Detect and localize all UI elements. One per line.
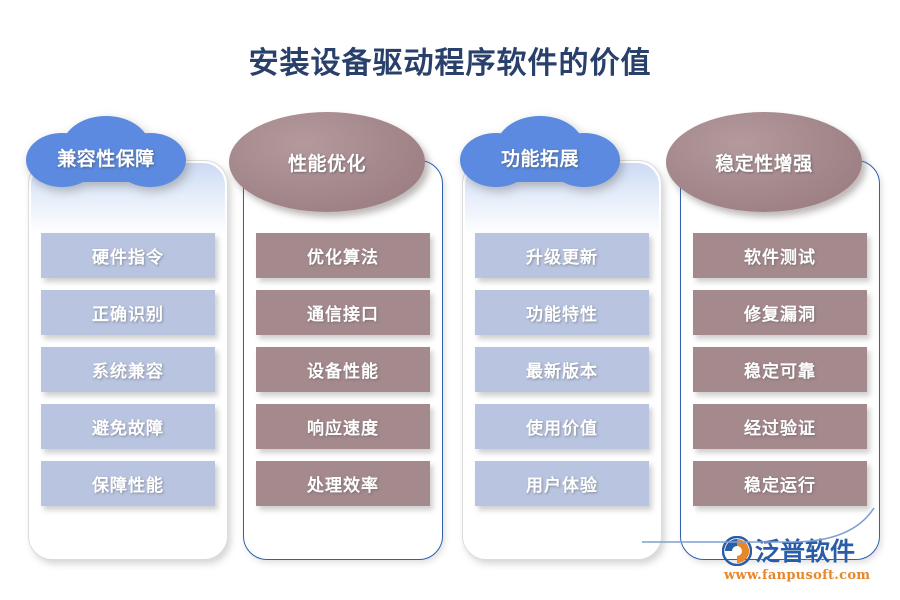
column-header-label: 兼容性保障 — [57, 147, 155, 170]
list-item[interactable]: 修复漏洞 — [693, 290, 867, 335]
list-item[interactable]: 避免故障 — [41, 404, 215, 449]
column-header-badge[interactable]: 稳定性增强 — [666, 112, 862, 212]
logo-url: www.fanpusoft.com — [724, 568, 871, 583]
ellipse-icon — [666, 112, 862, 212]
list-item[interactable]: 优化算法 — [256, 233, 430, 278]
column-header-label: 性能优化 — [287, 152, 366, 175]
page-title: 安装设备驱动程序软件的价值 — [248, 46, 652, 81]
logo-row: 泛普软件 — [722, 536, 855, 566]
column-stability: 稳定性增强 软件测试 修复漏洞 稳定可靠 经过验证 稳定运行 — [666, 112, 880, 560]
column-header-badge[interactable]: 功能拓展 — [450, 110, 630, 200]
list-item[interactable]: 稳定可靠 — [693, 347, 867, 392]
list-item[interactable]: 通信接口 — [256, 290, 430, 335]
list-item[interactable]: 保障性能 — [41, 461, 215, 506]
list-item[interactable]: 使用价值 — [475, 404, 649, 449]
column-header-label: 功能拓展 — [500, 147, 579, 170]
column-compatibility: 兼容性保障 硬件指令 正确识别 系统兼容 避免故障 保障性能 — [26, 116, 228, 560]
list-item[interactable]: 升级更新 — [475, 233, 649, 278]
fanpu-swoosh-icon — [722, 536, 752, 566]
list-item[interactable]: 系统兼容 — [41, 347, 215, 392]
list-item[interactable]: 稳定运行 — [693, 461, 867, 506]
list-item[interactable]: 经过验证 — [693, 404, 867, 449]
column-header-badge[interactable]: 性能优化 — [229, 112, 425, 212]
cloud-icon — [26, 116, 186, 187]
list-item[interactable]: 设备性能 — [256, 347, 430, 392]
list-item[interactable]: 响应速度 — [256, 404, 430, 449]
column-performance: 性能优化 优化算法 通信接口 设备性能 响应速度 处理效率 — [229, 112, 443, 560]
list-item[interactable]: 正确识别 — [41, 290, 215, 335]
list-item[interactable]: 功能特性 — [475, 290, 649, 335]
logo-name: 泛普软件 — [755, 536, 856, 566]
item-list: 硬件指令 正确识别 系统兼容 避免故障 保障性能 — [41, 233, 215, 518]
list-item[interactable]: 处理效率 — [256, 461, 430, 506]
column-header-label: 稳定性增强 — [715, 152, 813, 175]
column-header-badge[interactable]: 兼容性保障 — [16, 110, 196, 200]
company-logo[interactable]: 泛普软件 www.fanpusoft.com — [642, 507, 882, 592]
list-item[interactable]: 用户体验 — [475, 461, 649, 506]
item-list: 软件测试 修复漏洞 稳定可靠 经过验证 稳定运行 — [693, 233, 867, 518]
item-list: 升级更新 功能特性 最新版本 使用价值 用户体验 — [475, 233, 649, 518]
ellipse-icon — [229, 112, 425, 212]
item-list: 优化算法 通信接口 设备性能 响应速度 处理效率 — [256, 233, 430, 518]
list-item[interactable]: 软件测试 — [693, 233, 867, 278]
cloud-icon — [460, 116, 620, 187]
list-item[interactable]: 硬件指令 — [41, 233, 215, 278]
list-item[interactable]: 最新版本 — [475, 347, 649, 392]
column-feature-expansion: 功能拓展 升级更新 功能特性 最新版本 使用价值 用户体验 — [460, 116, 662, 560]
